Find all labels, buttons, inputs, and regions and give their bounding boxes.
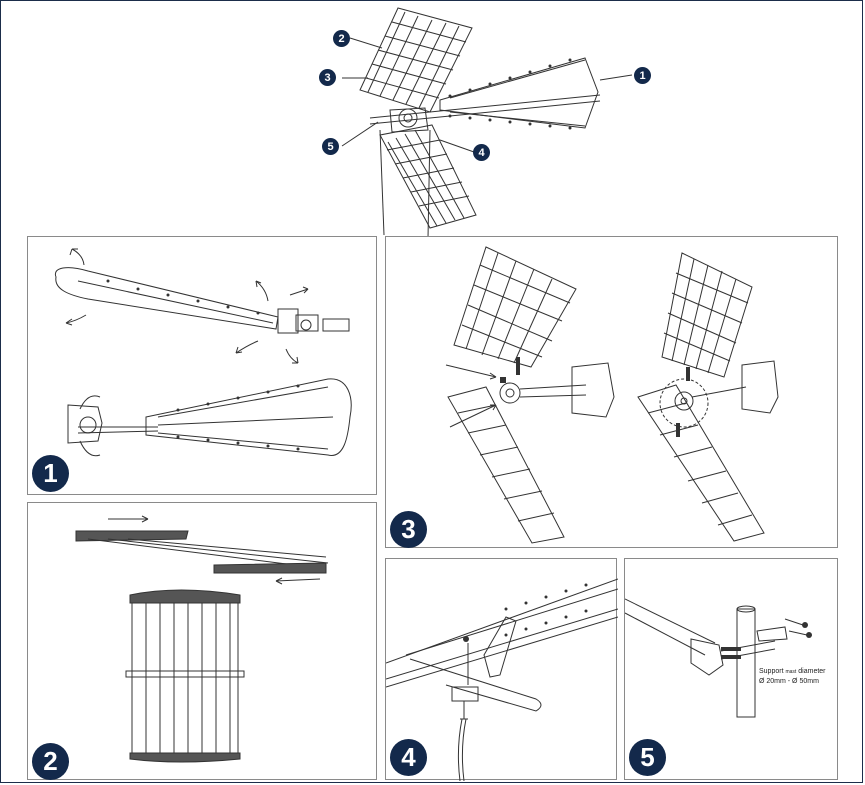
step-5-drawing (625, 598, 812, 718)
step-2-badge: 2 (32, 743, 69, 780)
support-note-prefix: Support (759, 668, 784, 675)
callout-badge-4: 4 (473, 144, 490, 161)
callout-badge-3: 3 (319, 69, 336, 86)
step-1-badge: 1 (32, 455, 69, 492)
step-3-badge: 3 (390, 511, 427, 548)
callout-badge-1: 1 (634, 67, 651, 84)
step-4-panel: 4 (385, 558, 618, 781)
callout-badge-2: 2 (333, 30, 350, 47)
step-5-badge: 5 (629, 739, 666, 776)
step-2-panel: 2 (27, 502, 377, 780)
step-3-drawing (445, 246, 779, 544)
step-5-panel: Support mast diameter Ø 20mm - Ø 50mm 5 (624, 558, 838, 780)
step-4-badge: 4 (390, 739, 427, 776)
step-1-drawing (54, 248, 352, 457)
step-4-drawing (386, 578, 618, 781)
support-diameter-note: Support mast diameter Ø 20mm - Ø 50mm (759, 667, 826, 687)
callout-badge-5: 5 (322, 138, 339, 155)
support-note-qualifier: mast (785, 669, 797, 675)
support-note-suffix: diameter (798, 668, 826, 675)
step-3-panel: 3 (385, 236, 838, 548)
assembled-antenna-drawing (341, 7, 633, 239)
support-note-range: Ø 20mm - Ø 50mm (759, 678, 819, 685)
step-1-panel: 1 (27, 236, 377, 495)
step-2-drawing (75, 515, 329, 763)
